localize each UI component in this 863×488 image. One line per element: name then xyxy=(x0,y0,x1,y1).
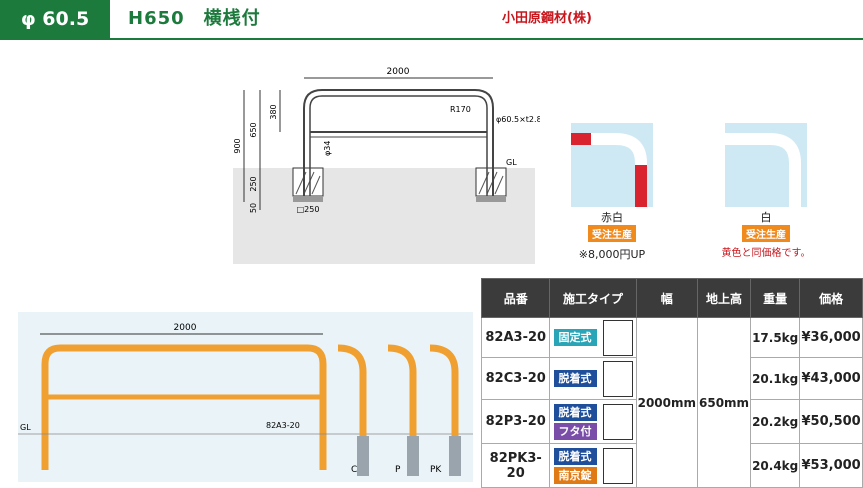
made-to-order-badge: 受注生産 xyxy=(588,225,636,242)
dim-250: 250 xyxy=(249,176,258,191)
dim-gl: GL xyxy=(506,158,517,167)
col-code: 品番 xyxy=(480,278,551,318)
type-tag: 南京錠 xyxy=(553,466,597,484)
dim-pipe: φ60.5×t2.8 xyxy=(496,115,540,124)
row-weight: 20.1kg xyxy=(750,357,801,400)
page-header: φ 60.5 H650 横桟付 小田原鋼材(株) xyxy=(0,0,863,40)
maker-name: 小田原鋼材(株) xyxy=(502,11,592,26)
table-row: 82P3-20 脱着式フタ付 20.2kg ¥50,500 xyxy=(480,399,863,444)
row-weight: 20.2kg xyxy=(750,399,801,444)
dim-bar: φ34 xyxy=(323,141,332,156)
row-price: ¥50,500 xyxy=(799,399,863,444)
type-tag: フタ付 xyxy=(553,422,597,440)
col-price: 価格 xyxy=(799,278,863,318)
color-name: 赤白 xyxy=(601,211,623,224)
type-p: P xyxy=(395,465,401,475)
dim-base: □250 xyxy=(297,205,320,214)
product-gl: GL xyxy=(20,423,31,432)
row-code: 82P3-20 xyxy=(480,399,551,444)
dim-380: 380 xyxy=(269,104,278,119)
col-type: 施工タイプ xyxy=(549,278,637,318)
table-row: 82PK3-20 脱着式南京錠 20.4kg ¥53,000 xyxy=(480,443,863,488)
dim-50: 50 xyxy=(249,203,258,213)
row-height: 650mm xyxy=(696,317,752,488)
color-name: 白 xyxy=(760,211,772,224)
row-price: ¥53,000 xyxy=(799,443,863,488)
price-note: 黄色と同価格です。 xyxy=(721,248,811,259)
col-height: 地上高 xyxy=(696,278,752,318)
product-title: H650 横桟付 xyxy=(128,8,261,29)
diameter-label: φ 60.5 xyxy=(0,0,110,38)
install-icon xyxy=(602,319,633,356)
dim-650: 650 xyxy=(249,122,258,137)
type-tag: 脱着式 xyxy=(553,403,597,421)
table-header-row: 品番 施工タイプ 幅 地上高 重量 価格 xyxy=(480,278,863,318)
row-price: ¥36,000 xyxy=(799,317,863,358)
white-photo xyxy=(725,123,807,207)
install-icon xyxy=(602,360,633,397)
type-c: C xyxy=(351,465,357,475)
dim-radius: R170 xyxy=(450,105,471,114)
row-price: ¥43,000 xyxy=(799,357,863,400)
col-width: 幅 xyxy=(635,278,699,318)
row-code: 82C3-20 xyxy=(480,357,551,400)
install-icon xyxy=(602,403,633,440)
technical-drawing: 2000 380 650 900 250 50 □250 R170 φ60.5×… xyxy=(233,67,540,264)
product-width: 2000 xyxy=(174,323,197,333)
white-caption: 白 受注生産 黄色と同価格です。 xyxy=(712,209,820,259)
spec-table: 品番 施工タイプ 幅 地上高 重量 価格 82A3-20 固定式 2000mm … xyxy=(480,278,863,488)
table-row: 82C3-20 脱着式 20.1kg ¥43,000 xyxy=(480,357,863,400)
made-to-order-badge: 受注生産 xyxy=(742,225,790,242)
type-tag: 脱着式 xyxy=(553,447,597,465)
row-weight: 17.5kg xyxy=(750,317,801,358)
type-tag: 固定式 xyxy=(553,329,597,346)
row-code: 82A3-20 xyxy=(480,317,551,358)
row-code: 82PK3-20 xyxy=(480,443,551,488)
red-white-photo xyxy=(571,123,653,207)
type-pk: PK xyxy=(430,465,442,475)
product-drawing: 2000 GL 82A3-20 C P PK xyxy=(18,312,473,482)
row-weight: 20.4kg xyxy=(750,443,801,488)
type-tag: 脱着式 xyxy=(553,370,597,387)
install-icon xyxy=(602,447,633,484)
row-width: 2000mm xyxy=(635,317,699,488)
col-weight: 重量 xyxy=(750,278,801,318)
product-model: 82A3-20 xyxy=(266,421,300,430)
dim-900: 900 xyxy=(233,138,242,153)
table-row: 82A3-20 固定式 2000mm 650mm 17.5kg ¥36,000 xyxy=(480,317,863,488)
dim-width: 2000 xyxy=(387,67,410,77)
price-note: ※8,000円UP xyxy=(578,248,646,261)
red-white-caption: 赤白 受注生産 ※8,000円UP xyxy=(560,209,664,262)
